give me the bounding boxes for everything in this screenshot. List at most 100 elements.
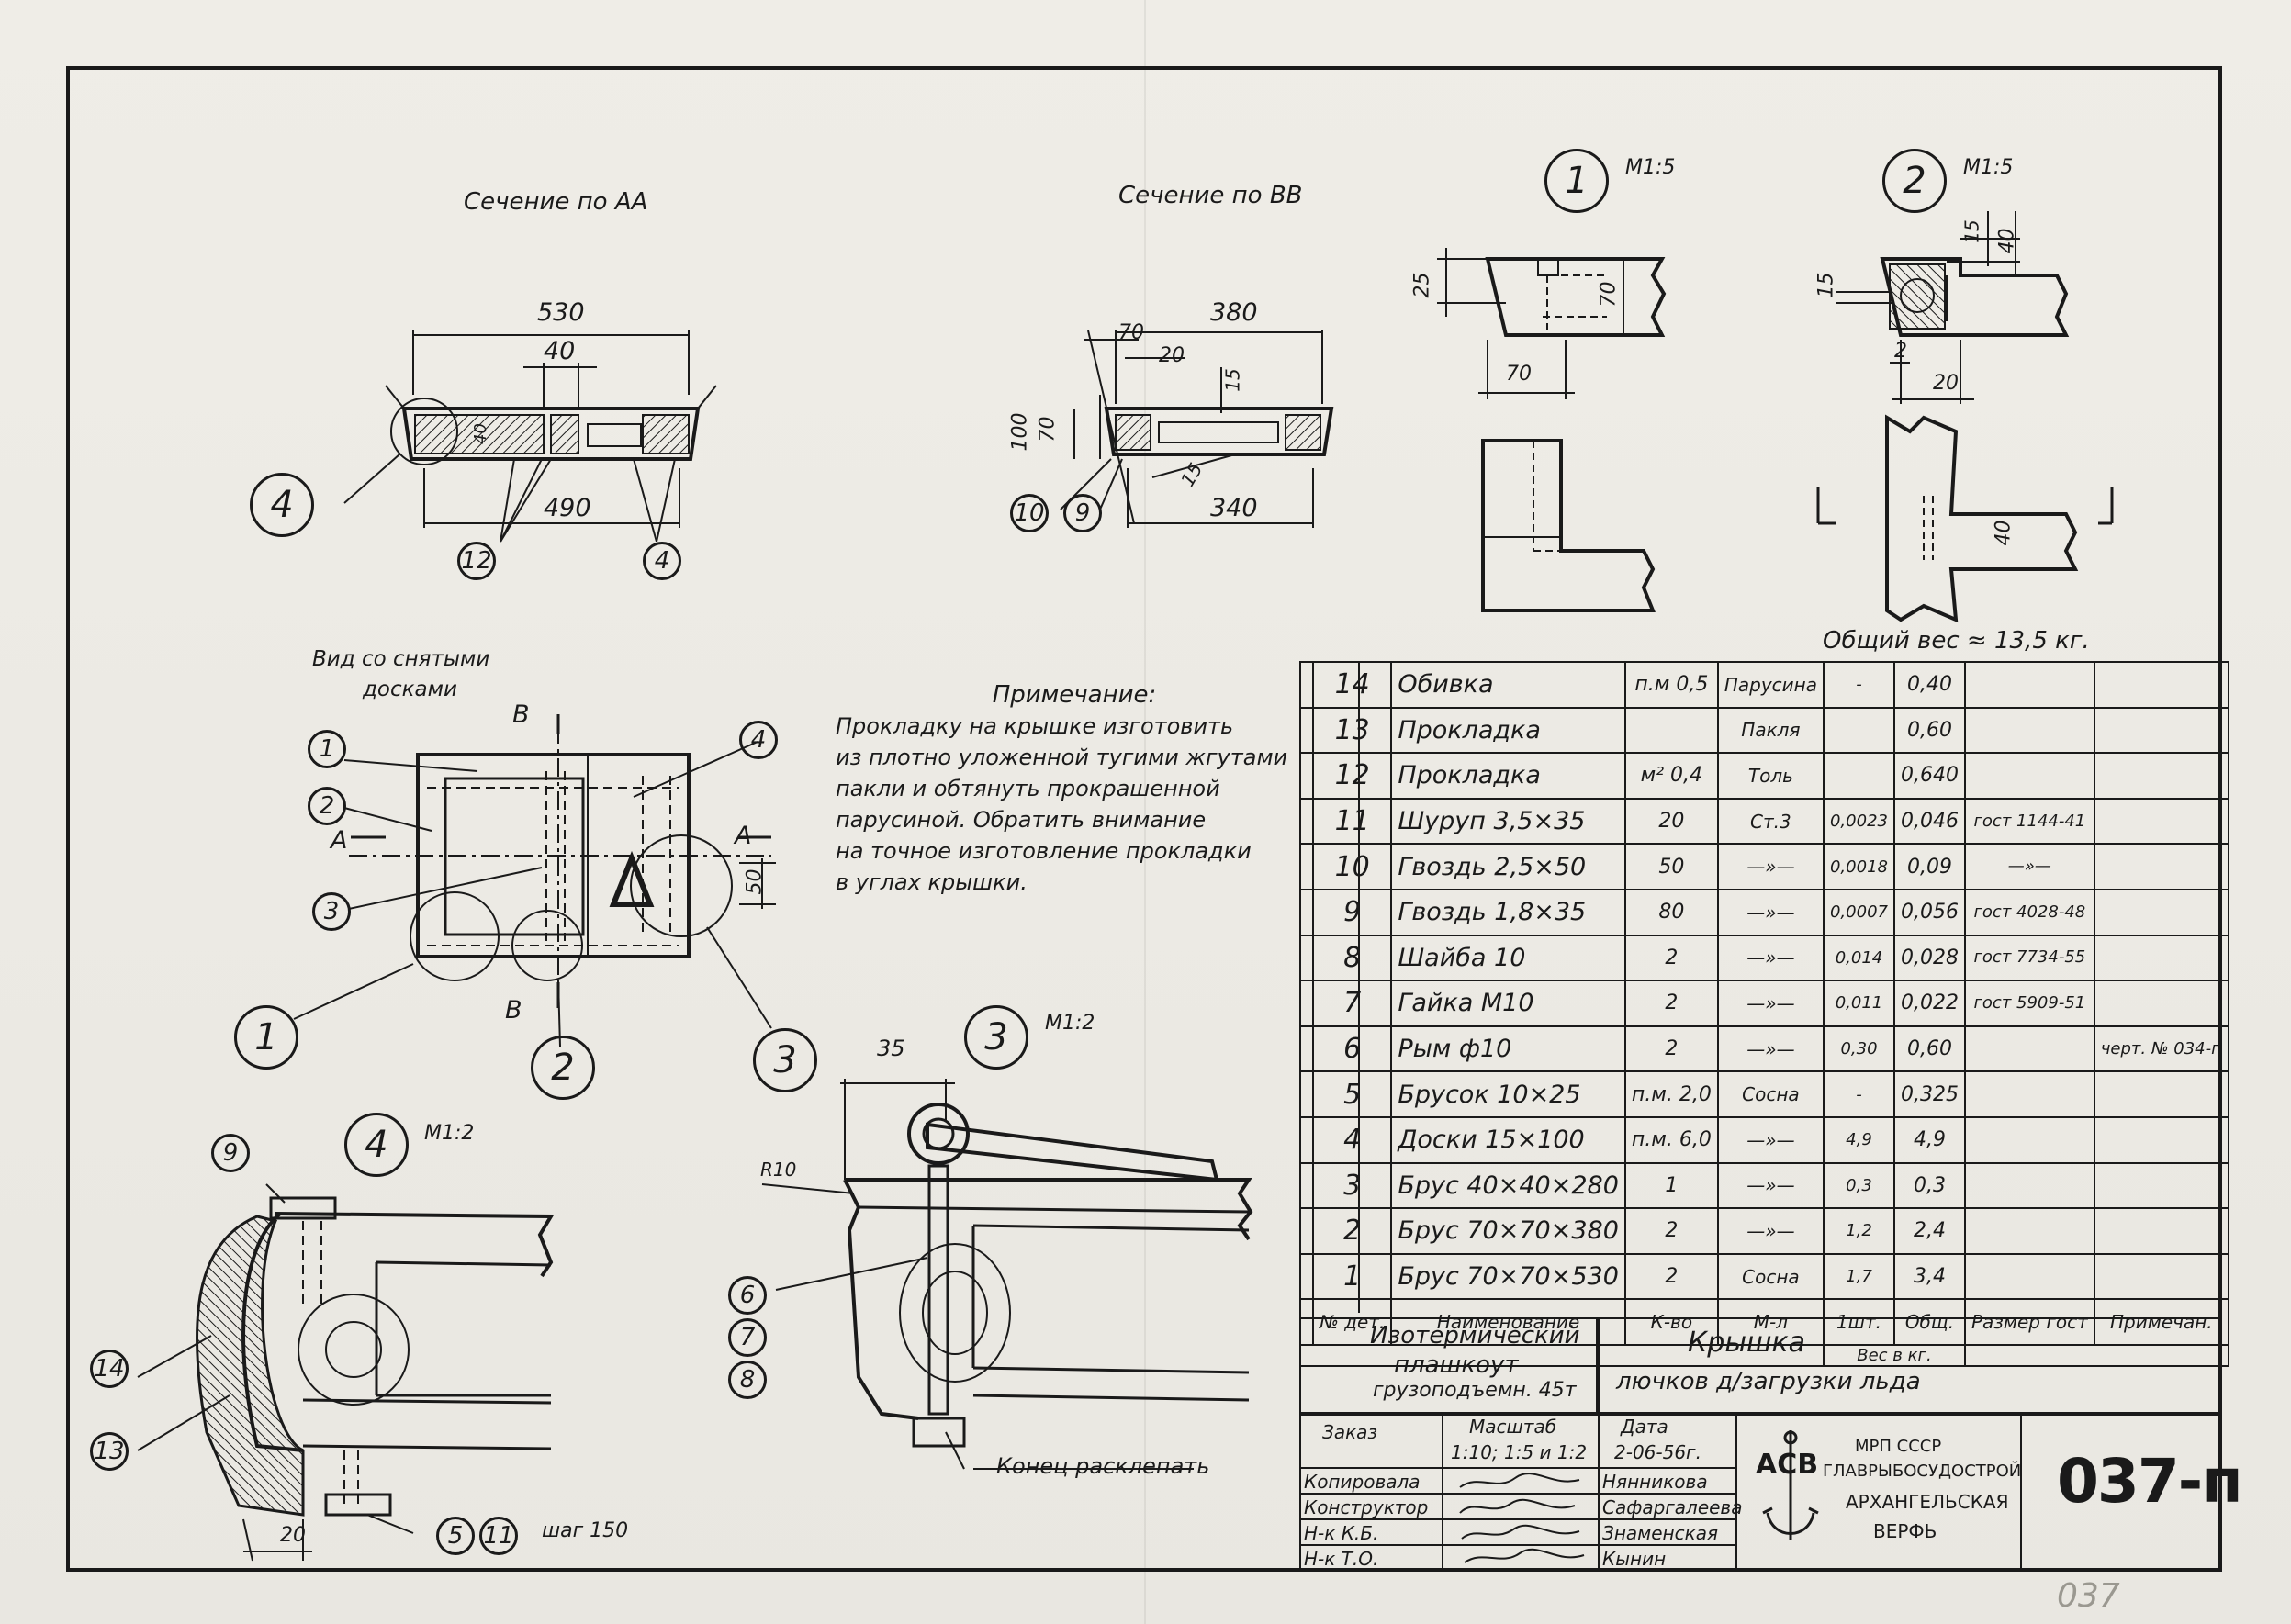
- dim-d4-step: шаг 150: [542, 1519, 629, 1542]
- title-role-head-to: Н-к Т.О.: [1304, 1548, 1379, 1570]
- bom-cell-weight-total: 0,056: [1892, 888, 1966, 936]
- dim-d2-15a: 15: [1814, 272, 1838, 298]
- callout-aa-4b: 4: [643, 542, 681, 580]
- bom-cell-mark: [1299, 797, 1314, 846]
- bom-cell-qty: п.м. 2,0: [1623, 1070, 1719, 1118]
- section-aa-title: Сечение по АА: [464, 188, 648, 216]
- title-divider-4: [2020, 1414, 2022, 1572]
- bom-cell-gost: гост 1144-41: [1963, 797, 2095, 846]
- org-line-3: АРХАНГЕЛЬСКАЯ: [1846, 1491, 2009, 1513]
- title-product-line2: плашкоут: [1394, 1351, 1519, 1379]
- org-line-4: ВЕРФЬ: [1873, 1520, 1937, 1542]
- bom-cell-name: Брус 40×40×280: [1390, 1161, 1626, 1210]
- callout-bb-9: 9: [1063, 494, 1102, 532]
- bom-cell-qty: 2: [1623, 980, 1719, 1027]
- bom-cell-material: —»—: [1716, 888, 1825, 936]
- bom-cell-note: [2093, 797, 2229, 846]
- detail-4-callout: 4: [344, 1113, 409, 1177]
- detail-2-drawing: [1816, 211, 2114, 623]
- view-title-line2: досками: [363, 678, 457, 701]
- bom-cell-pos: 9: [1311, 888, 1393, 936]
- bom-cell-qty: 50: [1623, 843, 1719, 890]
- detail-2-scale: М1:5: [1963, 156, 2014, 179]
- bom-cell-qty: 80: [1623, 888, 1719, 936]
- title-name-4: Кынин: [1602, 1548, 1667, 1570]
- dim-d1-25: 25: [1410, 272, 1434, 298]
- title-part-cell: [1598, 1317, 2222, 1414]
- bom-cell-pos: 1: [1311, 1252, 1393, 1301]
- note-block: Примечание: Прокладку на крышке изготови…: [836, 679, 1313, 898]
- bom-cell-pos: 3: [1311, 1161, 1393, 1210]
- title-divider-3: [1735, 1414, 1737, 1572]
- bom-cell-material: —»—: [1716, 980, 1825, 1027]
- bom-cell-weight-unit: 0,0023: [1822, 797, 1895, 846]
- org-line-2: ГЛАВРЫБОСУДОСТРОЙ: [1823, 1462, 2022, 1481]
- bom-cell-gost: [1963, 752, 2095, 800]
- bom-cell-mark: [1299, 1025, 1314, 1073]
- title-name-3: Знаменская: [1602, 1522, 1718, 1544]
- bom-cell-gost: гост 4028-48: [1963, 888, 2095, 936]
- bom-cell-name: Рым ф10: [1390, 1025, 1626, 1073]
- detail-2-callout: 2: [1882, 149, 1947, 213]
- callout-d4-14: 14: [90, 1350, 129, 1388]
- view-without-boards-drawing: [293, 714, 776, 1047]
- bom-cell-material: Толь: [1716, 752, 1825, 800]
- bom-cell-note: [2093, 1252, 2229, 1301]
- dim-aa-490: 490: [544, 494, 591, 522]
- section-aa-drawing: [343, 330, 717, 543]
- callout-d3-8: 8: [728, 1361, 767, 1399]
- bom-cell-mark: [1299, 1070, 1314, 1118]
- title-order-label: Заказ: [1322, 1421, 1378, 1443]
- bom-cell-weight-unit: 1,7: [1822, 1252, 1895, 1301]
- bom-cell-weight-total: 0,09: [1892, 843, 1966, 890]
- callout-view-2: 2: [308, 787, 346, 825]
- bom-cell-mark: [1299, 980, 1314, 1027]
- bom-cell-mark: [1299, 661, 1314, 709]
- bom-cell-name: Шуруп 3,5×35: [1390, 797, 1626, 846]
- bom-cell-weight-unit: 0,3: [1822, 1161, 1895, 1210]
- bom-cell-material: Сосна: [1716, 1070, 1825, 1118]
- dim-d2-20: 20: [1933, 372, 1959, 395]
- bom-cell-pos: 2: [1311, 1207, 1393, 1255]
- bom-header-mark: [1299, 1298, 1314, 1346]
- bom-header-pos: № дет.: [1311, 1298, 1393, 1346]
- bom-cell-material: —»—: [1716, 1115, 1825, 1164]
- bom-cell-material: —»—: [1716, 843, 1825, 890]
- bom-header-qty: К-во: [1623, 1298, 1719, 1346]
- note-line-4: парусиной. Обратить внимание: [836, 807, 1207, 833]
- title-hline-2: [1299, 1493, 1735, 1495]
- detail-4-drawing: [137, 1183, 555, 1562]
- bom-header-name: Наименование: [1390, 1298, 1626, 1346]
- title-name-1: Нянникова: [1602, 1471, 1708, 1493]
- dim-aa-530: 530: [537, 298, 585, 327]
- bom-cell-note: [2093, 706, 2229, 755]
- bom-cell-weight-unit: 0,011: [1822, 980, 1895, 1027]
- bom-cell-gost: [1963, 706, 2095, 755]
- section-bb-drawing: [1060, 330, 1334, 528]
- bom-cell-gost: [1963, 1025, 2095, 1073]
- callout-d3-6: 6: [728, 1276, 767, 1315]
- bom-cell-mark: [1299, 888, 1314, 936]
- bom-cell-note: [2093, 888, 2229, 936]
- bom-cell-material: —»—: [1716, 1207, 1825, 1255]
- title-name-2: Сафаргалеева: [1602, 1496, 1743, 1518]
- bom-cell-material: Ст.3: [1716, 797, 1825, 846]
- bom-cell-weight-unit: 0,0007: [1822, 888, 1895, 936]
- dim-d2-40: 40: [1995, 228, 2019, 254]
- bom-header-material: М-л: [1716, 1298, 1825, 1346]
- title-part-line1: Крышка: [1688, 1327, 1805, 1359]
- bom-cell-qty: 1: [1623, 1161, 1719, 1210]
- callout-d4-5: 5: [436, 1517, 475, 1555]
- bom-cell-gost: [1963, 1161, 2095, 1210]
- bom-cell-weight-unit: 0,30: [1822, 1025, 1895, 1073]
- bom-cell-weight-unit: [1822, 752, 1895, 800]
- signatures-drawing: [1459, 1473, 1585, 1563]
- bom-cell-weight-unit: 0,014: [1822, 934, 1895, 982]
- dim-bb-20: 20: [1159, 344, 1185, 367]
- bom-cell-note: [2093, 843, 2229, 890]
